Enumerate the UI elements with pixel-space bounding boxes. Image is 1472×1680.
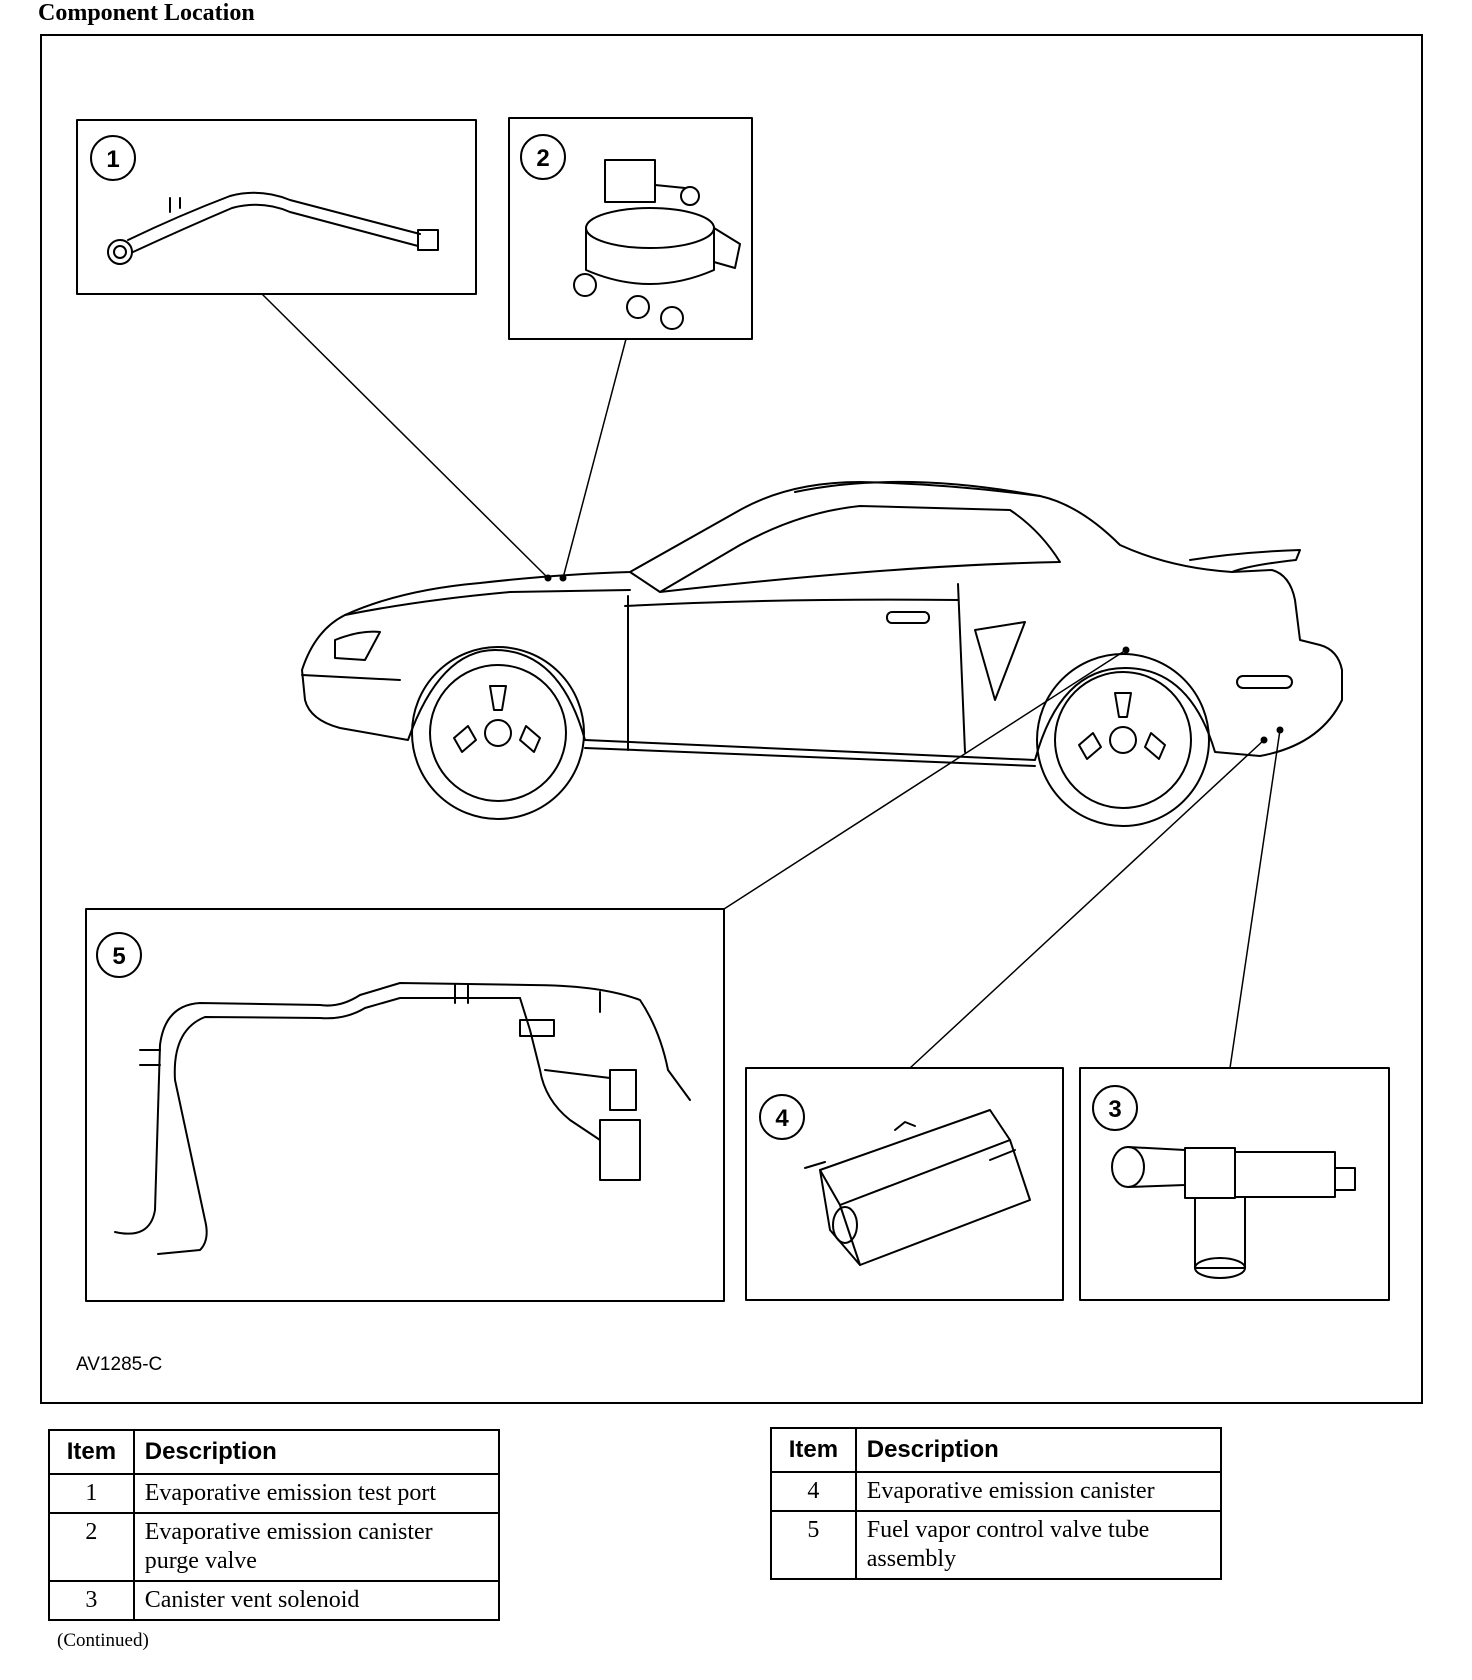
- tube-assembly-illustration: [114, 982, 691, 1255]
- item-description: Evaporative emission canister purge valv…: [132, 1512, 501, 1582]
- leader-line-3: [1229, 729, 1281, 1069]
- table-row: 1 Evaporative emission test port: [48, 1473, 501, 1514]
- callout-label-1: 1: [106, 146, 119, 173]
- header-item: Item: [48, 1429, 135, 1475]
- item-number: 2: [48, 1512, 135, 1582]
- callout-label-3: 3: [1108, 1096, 1121, 1123]
- component-diagram: 1 2 5 4 3: [76, 117, 1390, 1302]
- header-description: Description: [132, 1429, 501, 1475]
- item-description: Canister vent solenoid: [132, 1580, 501, 1621]
- item-number: 5: [770, 1510, 857, 1580]
- vent-solenoid-illustration: [1111, 1146, 1356, 1279]
- detail-box-4: [745, 1067, 1064, 1301]
- header-description: Description: [854, 1427, 1223, 1473]
- canister-illustration: [804, 1109, 1031, 1266]
- test-port-illustration: [107, 191, 439, 265]
- callout-circle-1: [90, 135, 136, 181]
- figure-code: AV1285-C: [76, 1354, 163, 1375]
- table-row: 2 Evaporative emission canister purge va…: [48, 1512, 501, 1582]
- callout-circle-5: [96, 932, 142, 978]
- detail-box-2: [508, 117, 753, 340]
- callout-circle-4: [759, 1094, 805, 1140]
- item-number: 4: [770, 1471, 857, 1512]
- table-row: 5 Fuel vapor control valve tube assembly: [770, 1510, 1223, 1580]
- item-description: Evaporative emission canister: [854, 1471, 1223, 1512]
- continued-note: (Continued): [57, 1630, 149, 1651]
- leader-line-2: [562, 338, 627, 579]
- purge-valve-illustration: [573, 159, 741, 330]
- header-item: Item: [770, 1427, 857, 1473]
- leader-line-1: [261, 293, 549, 579]
- legend-header-row: Item Description: [770, 1427, 1223, 1473]
- detail-box-5: [85, 908, 725, 1302]
- item-description: Evaporative emission test port: [132, 1473, 501, 1514]
- page-title: Component Location: [38, 0, 255, 26]
- item-number: 1: [48, 1473, 135, 1514]
- callout-label-2: 2: [536, 145, 549, 172]
- callout-label-5: 5: [112, 943, 125, 970]
- vehicle-illustration: [301, 480, 1343, 827]
- legend-header-row: Item Description: [48, 1429, 501, 1475]
- detail-box-3: [1079, 1067, 1390, 1301]
- legend-table-left: Item Description 1 Evaporative emission …: [48, 1429, 501, 1621]
- leader-line-5: [723, 649, 1127, 910]
- detail-box-1: [76, 119, 477, 295]
- item-description: Fuel vapor control valve tube assembly: [854, 1510, 1223, 1580]
- leader-line-4: [909, 739, 1265, 1069]
- table-row: 3 Canister vent solenoid: [48, 1580, 501, 1621]
- legend-table-right: Item Description 4 Evaporative emission …: [770, 1427, 1223, 1580]
- callout-circle-2: [520, 134, 566, 180]
- figure-frame: [40, 34, 1423, 1404]
- item-number: 3: [48, 1580, 135, 1621]
- callout-label-4: 4: [775, 1105, 789, 1132]
- callout-circle-3: [1092, 1085, 1138, 1131]
- table-row: 4 Evaporative emission canister: [770, 1471, 1223, 1512]
